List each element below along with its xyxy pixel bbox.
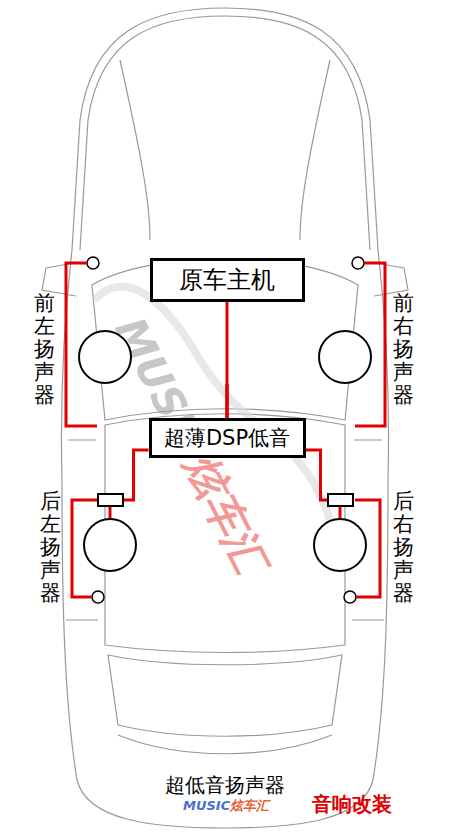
speaker-outline [319, 331, 371, 383]
speaker-outline [79, 331, 131, 383]
speaker-wire [226, 302, 229, 418]
roof [105, 414, 345, 653]
front-right-speaker: 前右扬声器 [318, 330, 372, 384]
speaker-circle [318, 330, 372, 384]
rear-right-speaker: 后右扬声器 [313, 518, 367, 572]
speaker-outline [314, 519, 366, 571]
speaker-wire [110, 450, 149, 518]
box-label: 超薄DSP低音 [164, 424, 290, 452]
hood-line [120, 60, 330, 240]
front-left-speaker: 前左扬声器 [78, 330, 132, 384]
box-label: 原车主机 [179, 264, 275, 296]
speaker-label: 后左扬声器 [40, 490, 61, 605]
dsp-subwoofer-box: 超薄DSP低音 [149, 418, 306, 458]
car-body-inner [80, 16, 370, 250]
right-mirror [370, 262, 408, 296]
speaker-circle [83, 518, 137, 572]
subwoofer-label: 超低音扬声器 [165, 772, 285, 799]
rear-tweeter [344, 591, 356, 603]
tweeter [352, 257, 364, 269]
tweeter [87, 257, 99, 269]
speaker-wire [226, 384, 229, 418]
logo-text: 炫车汇 [230, 798, 269, 813]
rear-tweeter [92, 591, 104, 603]
speaker-circle [313, 518, 367, 572]
rear-window [108, 655, 342, 736]
wire-connector [328, 494, 353, 506]
speaker-outline [84, 519, 136, 571]
rear-left-speaker: 后左扬声器 [83, 518, 137, 572]
head-unit-box: 原车主机 [150, 258, 305, 302]
logo-text: MUSIC [183, 798, 230, 813]
speaker-label: 后右扬声器 [393, 490, 414, 605]
speaker-wire [226, 384, 229, 418]
speaker-label: 前右扬声器 [393, 292, 414, 407]
watermark-text: 炫车汇 [175, 446, 276, 581]
speaker-wire [306, 450, 341, 518]
door-lines [66, 440, 384, 620]
left-mirror [42, 262, 80, 296]
trunk-line [118, 735, 332, 754]
car-body [61, 8, 388, 828]
brand-label: 音响改装 [312, 791, 392, 818]
speaker-label: 前左扬声器 [34, 292, 55, 407]
wire-connector [98, 494, 123, 506]
speaker-circle [78, 330, 132, 384]
logo: MUSIC炫车汇 [183, 797, 269, 815]
